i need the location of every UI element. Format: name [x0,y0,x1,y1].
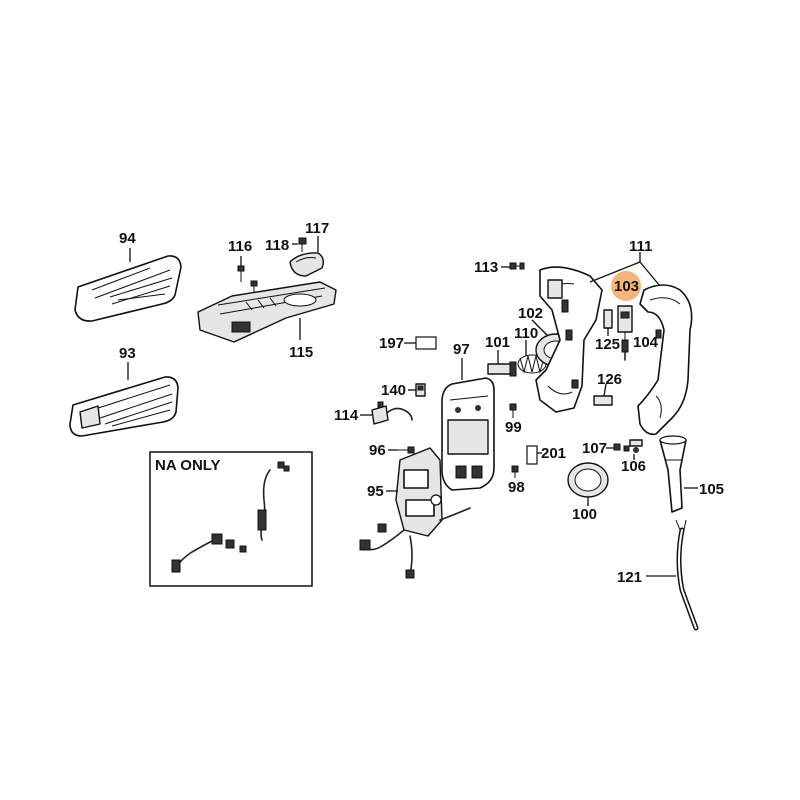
label-121: 121 [617,569,642,586]
label-197: 197 [379,335,404,352]
part-93-side-cover[interactable] [69,376,179,437]
part-197-label[interactable] [415,336,437,350]
part-140-terminal[interactable] [415,383,426,397]
label-105: 105 [699,481,724,498]
label-117: 117 [305,220,329,237]
part-99-screw[interactable] [509,403,517,418]
part-111-handle-half-right[interactable] [637,284,693,436]
label-101: 101 [485,334,510,351]
part-201-label[interactable] [526,445,538,465]
part-115-top-housing[interactable] [197,281,337,343]
label-110: 110 [514,325,538,342]
label-96: 96 [369,442,386,459]
part-103-switch[interactable] [617,305,633,344]
label-111: 111 [629,238,652,255]
label-100: 100 [572,506,597,523]
part-105-cord-protector[interactable] [659,435,687,513]
label-95: 95 [367,483,384,500]
label-102: 102 [518,305,543,322]
part-114-switch[interactable] [371,401,413,425]
highlight-103 [611,271,641,301]
label-107: 107 [582,440,607,457]
na-only-box: NA ONLY [149,451,313,587]
label-93: 93 [119,345,136,362]
na-only-title: NA ONLY [155,457,221,474]
label-140: 140 [381,382,406,399]
label-115: 115 [289,344,313,361]
part-125-pin[interactable] [603,309,613,329]
part-107-screw[interactable] [613,443,630,452]
label-118: 118 [265,237,289,254]
part-113-screw[interactable] [509,262,525,270]
part-111-handle-half[interactable] [535,266,603,413]
label-97: 97 [453,341,470,358]
part-100-ring[interactable] [567,462,609,498]
label-104: 104 [633,334,659,351]
label-94: 94 [119,230,136,247]
part-106-clamp[interactable] [629,439,643,453]
label-103: 103 [614,278,639,295]
label-114: 114 [334,407,359,424]
label-113: 113 [474,259,498,276]
part-117-cap[interactable] [289,252,325,277]
label-126: 126 [597,371,622,388]
part-126-plate[interactable] [593,395,613,406]
part-94-side-cover[interactable] [74,255,182,322]
label-201: 201 [541,445,566,462]
label-116: 116 [228,238,252,255]
part-118-screw[interactable] [298,237,307,252]
part-121-power-cord[interactable] [675,519,699,631]
part-95-field-assembly[interactable] [359,447,471,579]
label-98: 98 [508,479,525,496]
part-97-motor-housing[interactable] [441,377,495,491]
part-96-screw[interactable] [398,446,415,454]
label-106: 106 [621,458,646,475]
part-116-screw[interactable] [237,265,258,294]
part-98-screw[interactable] [511,465,519,478]
label-99: 99 [505,419,522,436]
part-104-capacitor[interactable] [621,339,629,361]
part-101-armature-shaft[interactable] [487,361,517,377]
label-125: 125 [595,336,620,353]
